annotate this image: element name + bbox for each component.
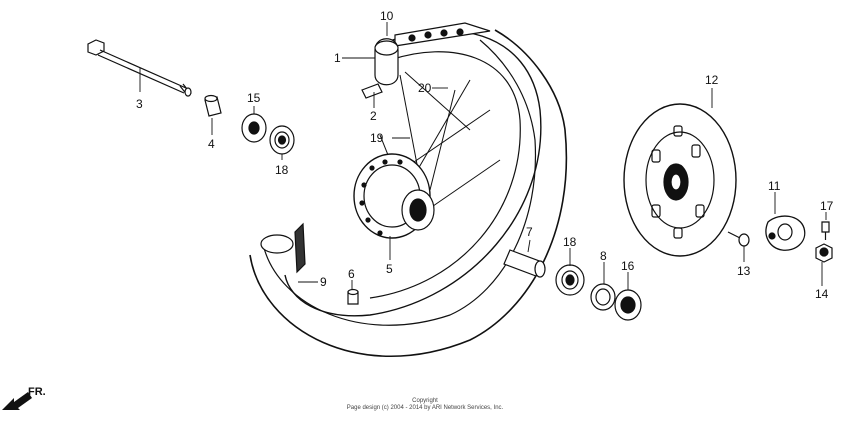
callout-10: 10 (380, 9, 394, 23)
wheel-bearing-right[interactable] (555, 264, 585, 296)
callout-19: 19 (370, 131, 384, 145)
callout-12: 12 (705, 73, 719, 87)
callout-2: 2 (370, 109, 377, 123)
front-direction-arrow-icon (2, 392, 32, 410)
tire[interactable] (249, 29, 568, 357)
brake-disc[interactable] (623, 103, 737, 257)
callout-5: 5 (386, 262, 393, 276)
axle-bolt[interactable] (87, 39, 192, 97)
callout-4: 4 (208, 137, 215, 151)
leader-lines (139, 22, 827, 290)
callout-20: 20 (418, 81, 432, 95)
callout-18-right: 18 (563, 235, 577, 249)
bearing-retainer[interactable] (590, 283, 616, 311)
distance-collar[interactable] (503, 249, 546, 278)
copyright-line-2: Page design (c) 2004 - 2014 by ARI Netwo… (346, 405, 504, 411)
valve-cap[interactable] (347, 288, 359, 305)
axle-nut[interactable] (815, 243, 833, 263)
callout-11: 11 (768, 179, 781, 193)
front-direction-label: FR. (28, 386, 46, 398)
callout-16: 16 (621, 259, 635, 273)
copyright-line-1: Copyright (412, 398, 438, 404)
screw-17[interactable] (821, 221, 830, 240)
wheel-rim[interactable] (284, 22, 542, 317)
callout-8: 8 (600, 249, 607, 263)
wheel-bearing-left[interactable] (269, 125, 295, 155)
callout-9: 9 (320, 275, 327, 289)
valve-bracket[interactable] (361, 83, 383, 99)
bolt-13[interactable] (727, 231, 750, 247)
callout-17: 17 (820, 199, 834, 213)
callout-15: 15 (247, 91, 261, 105)
dust-seal[interactable] (241, 113, 267, 143)
callout-3: 3 (136, 97, 143, 111)
oil-seal[interactable] (614, 289, 642, 321)
callout-6: 6 (348, 267, 355, 281)
wheel-hub[interactable] (353, 153, 435, 239)
rim-band[interactable] (374, 38, 399, 86)
callout-1: 1 (334, 51, 341, 65)
callout-13: 13 (737, 264, 751, 278)
speedometer-gearbox[interactable] (765, 215, 806, 251)
callout-18-left: 18 (275, 163, 289, 177)
callout-14: 14 (815, 287, 829, 301)
callout-7: 7 (526, 225, 533, 239)
spacer-collar[interactable] (204, 94, 222, 117)
